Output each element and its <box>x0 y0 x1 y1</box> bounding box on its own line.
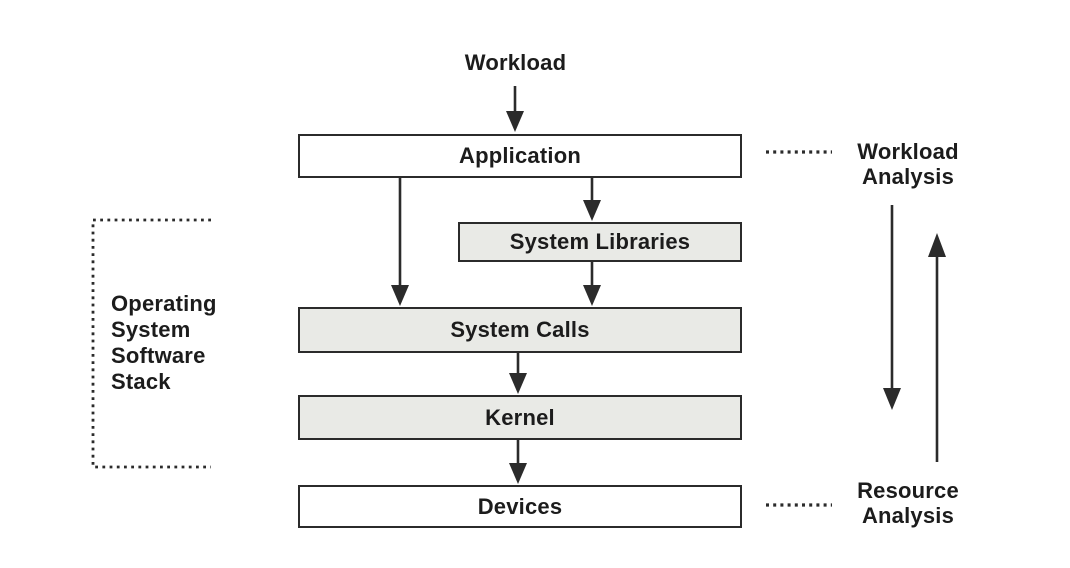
system-calls-to-kernel-arrow <box>509 353 527 394</box>
analysis-down-arrow <box>883 205 901 410</box>
box-system-libraries: System Libraries <box>458 222 742 262</box>
application-to-system-libraries-arrow <box>583 178 601 221</box>
os-stack-label: Operating System Software Stack <box>111 291 217 394</box>
box-devices: Devices <box>298 485 742 528</box>
workload-to-application-arrow <box>506 86 524 132</box>
system-libraries-to-system-calls-arrow <box>583 262 601 306</box>
box-system-libraries-label: System Libraries <box>509 229 691 254</box>
os-stack-bracket <box>91 218 211 469</box>
box-devices-label: Devices <box>477 493 563 519</box>
box-system-calls-label: System Calls <box>450 317 590 342</box>
resource-analysis-label: Resource Analysis <box>857 478 959 528</box>
analysis-up-arrow <box>928 233 946 462</box>
application-to-system-calls-arrow <box>391 178 409 306</box>
box-kernel: Kernel <box>298 395 742 440</box>
box-kernel-label: Kernel <box>485 404 555 430</box>
box-application: Application <box>298 134 742 178</box>
workload-analysis-label: Workload Analysis <box>857 139 959 189</box>
box-system-calls: System Calls <box>298 307 742 353</box>
box-application-label: Application <box>459 143 581 168</box>
workload-label: Workload <box>464 50 567 75</box>
kernel-to-devices-arrow <box>509 440 527 484</box>
